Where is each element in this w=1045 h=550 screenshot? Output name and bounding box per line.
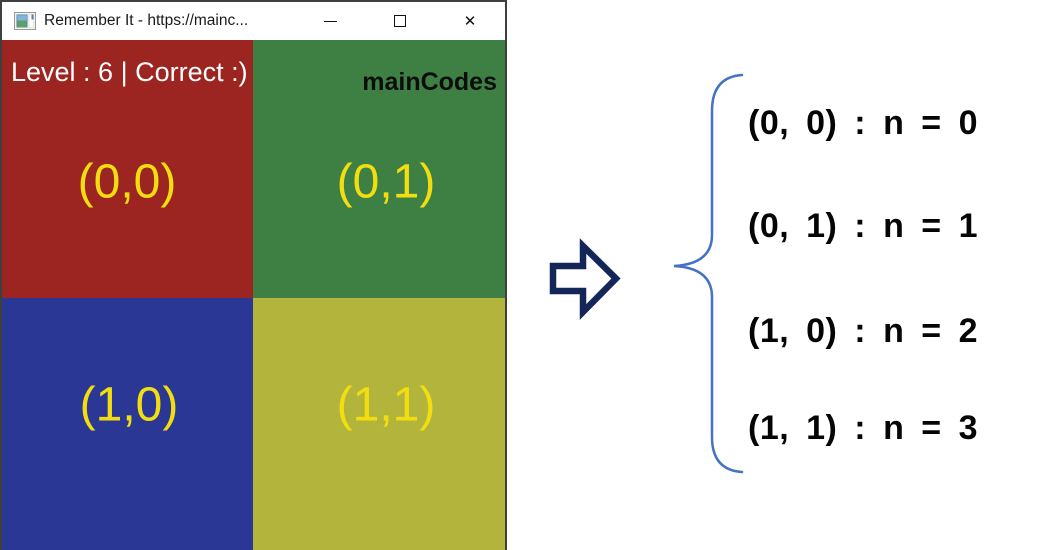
right-arrow-icon	[549, 238, 621, 320]
minimize-button[interactable]	[295, 2, 365, 40]
maximize-icon	[394, 15, 406, 27]
quadrant-label-0-0: (0,0)	[77, 155, 177, 209]
quadrant-1-1[interactable]	[253, 298, 505, 550]
quadrant-1-0[interactable]	[2, 298, 253, 550]
maincodes-watermark: mainCodes	[362, 68, 497, 96]
titlebar[interactable]: Remember It - https://mainc... ✕	[2, 2, 505, 40]
maximize-button[interactable]	[365, 2, 435, 40]
quadrant-0-1[interactable]	[253, 40, 505, 298]
mapping-line-1: (0, 1) : n = 1	[748, 207, 978, 245]
game-board: Level : 6 | Correct :) mainCodes (0,0) (…	[2, 40, 505, 550]
window-controls: ✕	[295, 2, 505, 40]
window-title: Remember It - https://mainc...	[44, 12, 249, 29]
curly-brace	[673, 73, 744, 474]
mapping-line-0: (0, 0) : n = 0	[748, 104, 978, 142]
close-icon: ✕	[463, 12, 477, 30]
quadrant-0-0[interactable]	[2, 40, 253, 298]
app-window: Remember It - https://mainc... ✕ Level :…	[0, 0, 507, 550]
close-button[interactable]: ✕	[435, 2, 505, 40]
mapping-line-2: (1, 0) : n = 2	[748, 312, 978, 350]
level-status-text: Level : 6 | Correct :)	[11, 57, 248, 87]
quadrant-label-1-0: (1,0)	[79, 378, 179, 432]
quadrant-label-1-1: (1,1)	[336, 378, 436, 432]
quadrant-label-0-1: (0,1)	[336, 155, 436, 209]
mapping-line-3: (1, 1) : n = 3	[748, 409, 978, 447]
app-window-icon	[14, 12, 36, 30]
minimize-icon	[323, 20, 337, 22]
